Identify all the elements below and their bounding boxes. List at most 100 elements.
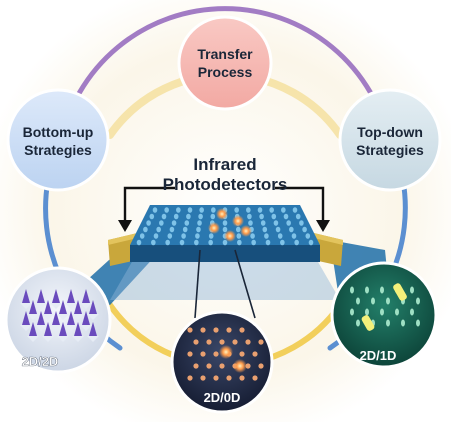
spike [74,322,82,336]
spike [82,289,90,303]
quantum-dot [213,327,219,333]
pillar [299,220,304,226]
spike-base [20,325,32,331]
pillar [171,220,177,226]
pillar [164,207,169,213]
pillar [179,239,185,246]
nanorod-array [350,283,420,331]
pillar [143,226,148,233]
pillar [262,226,268,233]
pillar [235,226,241,233]
pillar [199,207,204,213]
quantum-dot [232,339,238,345]
quantum-dot [206,363,212,369]
spike [37,289,45,303]
quantum-dot [239,375,245,381]
quantum-dot [219,339,225,345]
glow-dot [208,222,220,234]
nanorod [416,319,420,327]
spike-base [50,303,62,309]
spike-array [20,289,99,342]
substrate-side [130,245,320,262]
spike-base [72,336,84,342]
quantum-dot [239,327,245,333]
spike [74,300,82,314]
quantum-dot [206,339,212,345]
quantum-dot [252,375,258,381]
spike [67,289,75,303]
nanorod [416,297,420,305]
spike [59,300,67,314]
quantum-dot [213,375,219,381]
callout-line-left [194,249,201,319]
pillar [167,233,173,239]
pillar [275,226,281,233]
inset-2d2d-label: 2D/2D [22,354,59,369]
arrow-down-icon [316,220,330,232]
spike [52,289,60,303]
quantum-dot [226,327,232,333]
pillar [222,226,228,233]
pillar [210,213,216,220]
bottom-up-label-line2: Strategies [24,142,92,158]
pillar [246,207,251,213]
nanorod [401,319,405,327]
pillar [182,226,188,233]
spike [52,311,60,325]
pillar [273,220,279,226]
nanorod [371,297,375,305]
spike [89,322,97,336]
quantum-dot [200,351,206,357]
pillar [161,213,167,220]
spike [59,322,67,336]
pillar [289,226,294,233]
pillar [186,213,191,220]
spike-base [35,325,47,331]
glowing-nanorod [393,283,407,301]
spike-base [20,303,32,309]
pillar [247,213,252,220]
spike-base [87,336,99,342]
pillar [257,207,263,213]
quantum-dot [258,339,264,345]
glow-dot [240,225,252,237]
spike-base [87,314,99,320]
pillar [271,213,277,220]
spike [89,300,97,314]
glow-dot [224,230,236,242]
spike-base [42,314,54,320]
top-down-circle [338,88,442,192]
nanorod [386,297,390,305]
pillar [277,233,283,239]
pillar [265,239,271,246]
glow-dot [219,345,233,359]
quantum-dot [252,351,258,357]
pillar [198,213,203,220]
pillar [294,239,299,246]
pillar [146,220,151,226]
pillar [208,239,213,246]
spike-base [50,325,62,331]
spike-base [65,303,77,309]
nanorod [395,308,399,316]
bottom-up-node: Bottom-up Strategies [6,88,110,192]
bottom-up-label-line1: Bottom-up [23,124,94,140]
pillar [194,239,199,246]
spike [22,311,30,325]
callout-lines [194,249,256,319]
callout-line-right [234,249,256,319]
quantum-dot [219,363,225,369]
pillar [165,239,170,246]
nanorod [365,286,369,294]
pillar [269,207,274,213]
spike-base [42,336,54,342]
spike-base [65,325,77,331]
pillar [156,226,161,233]
pillar [292,207,298,213]
pillar [181,233,186,239]
pillar [283,213,289,220]
arrow-down-icon [118,220,132,232]
pillar [286,220,291,226]
transfer-label-line2: Process [198,64,253,80]
